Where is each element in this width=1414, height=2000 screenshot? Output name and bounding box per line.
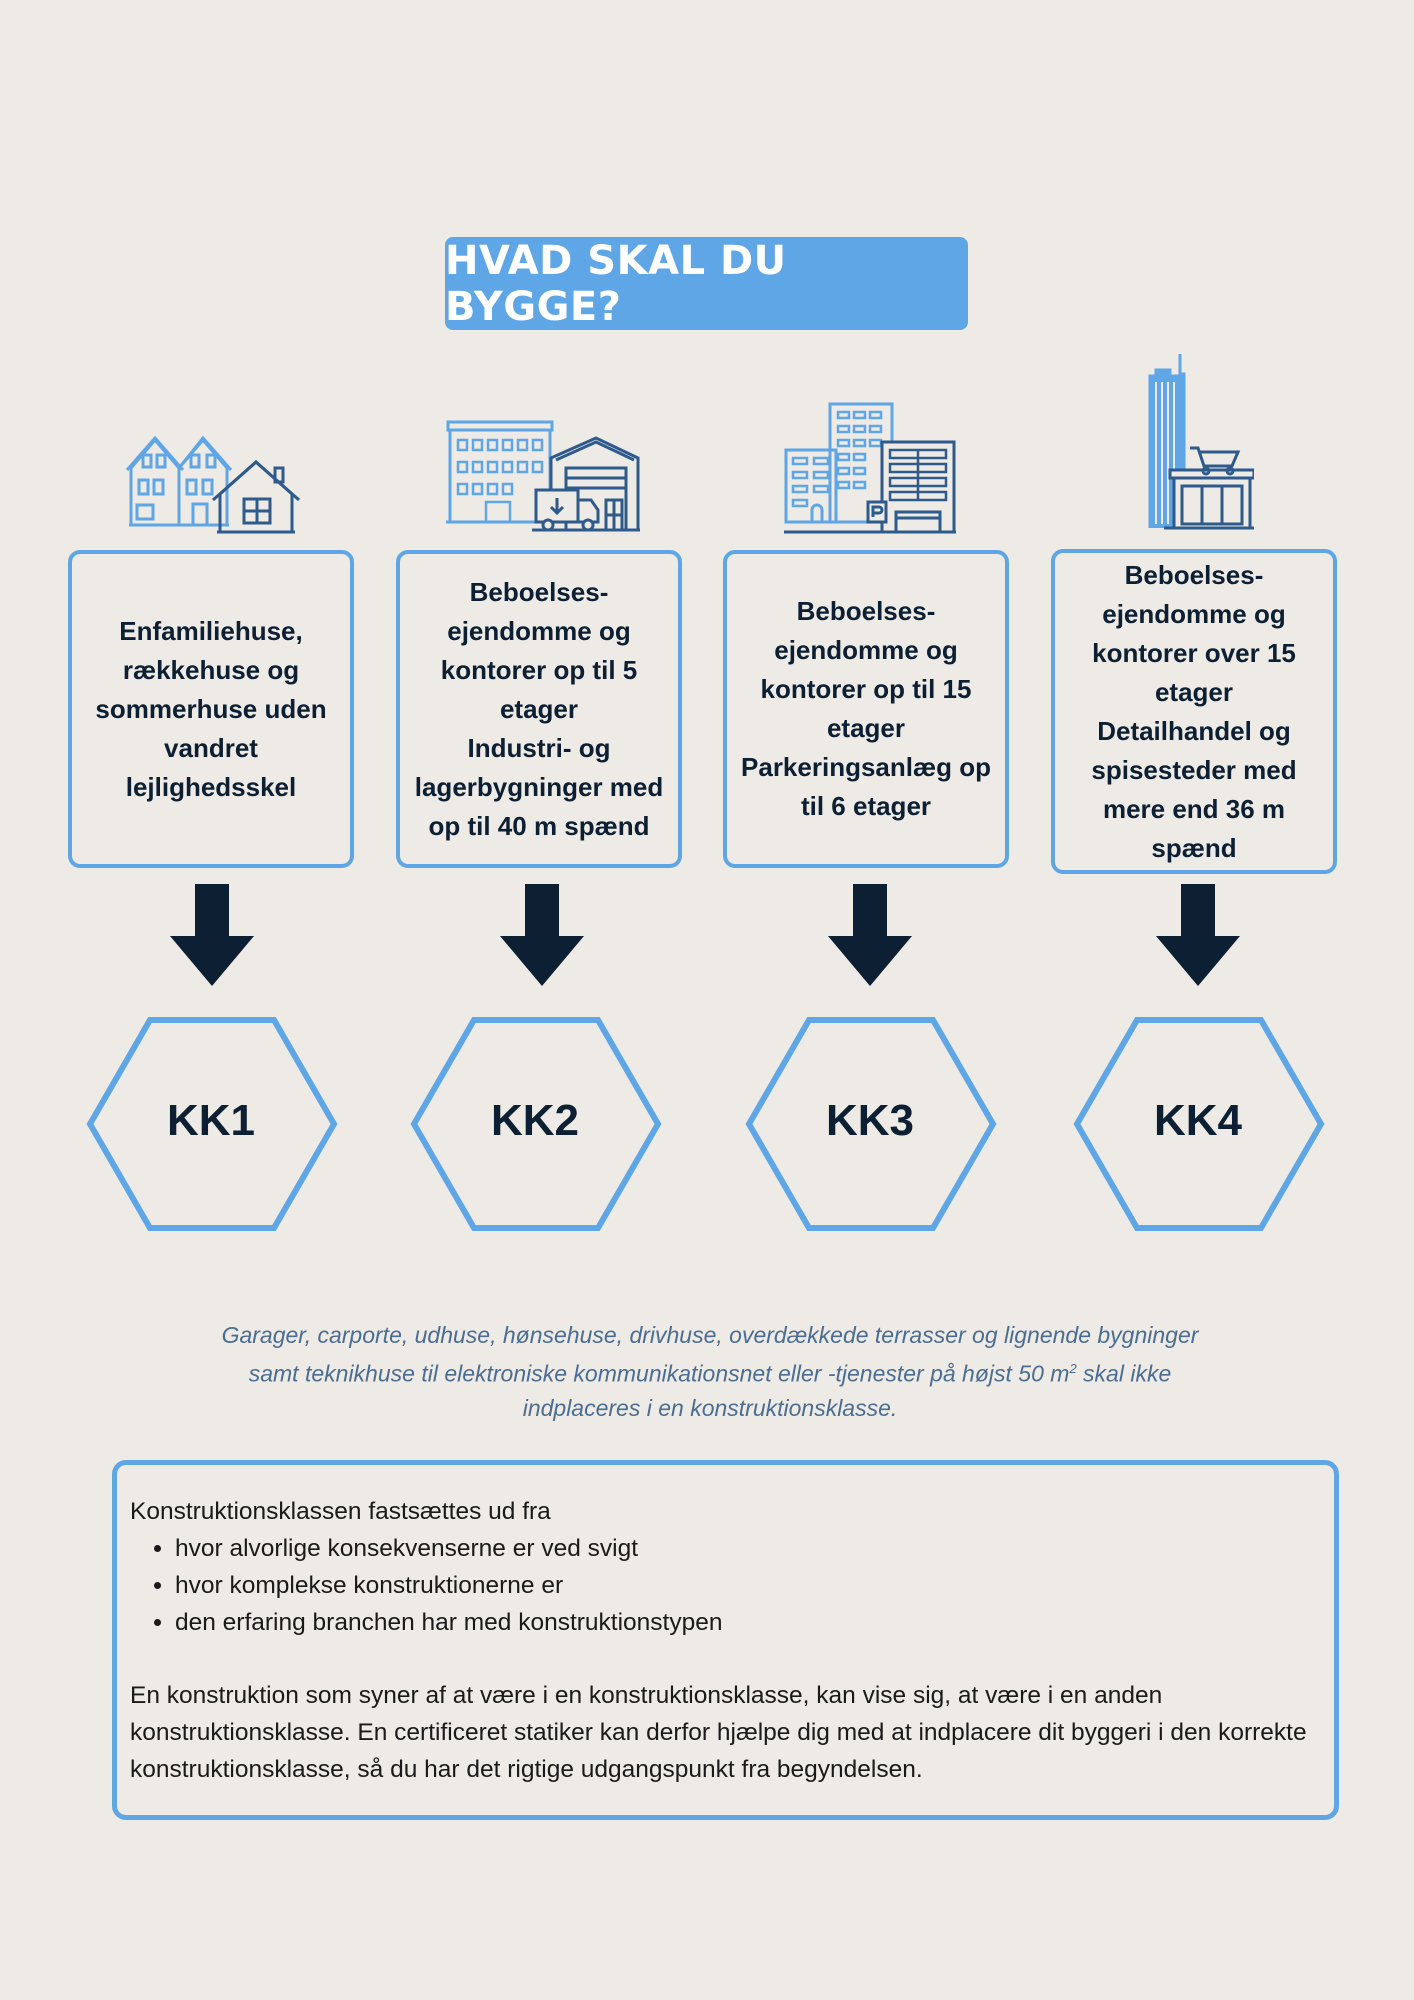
description-text: Beboelses- ejendomme og kontorer op til …: [741, 596, 991, 821]
description-text: Beboelses- ejendomme og kontorer over 15…: [1091, 559, 1297, 863]
exemption-note: Garager, carporte, udhuse, hønsehuse, dr…: [210, 1318, 1210, 1425]
info-intro: Konstruktionsklassen fastsættes ud fra: [130, 1498, 551, 1525]
down-arrow-icon: [828, 884, 912, 986]
description-text: Enfamiliehuse, rækkehuse og sommerhuse u…: [95, 615, 327, 802]
class-label-kk3: KK3: [825, 1096, 915, 1145]
note-superscript: 2: [1069, 1361, 1077, 1376]
title-banner: HVAD SKAL DU BYGGE?: [445, 237, 968, 330]
hexagon-kk3: [745, 1017, 997, 1231]
description-text: Beboelses- ejendomme og kontorer op til …: [414, 576, 664, 841]
list-item: den erfaring branchen har med konstrukti…: [175, 1604, 1322, 1641]
description-box-kk4: Beboelses- ejendomme og kontorer over 15…: [1051, 549, 1337, 874]
hexagon-kk2: [410, 1017, 662, 1231]
info-box: Konstruktionsklassen fastsættes ud fra h…: [112, 1460, 1339, 1820]
skyscraper-shop-icon: [1148, 354, 1254, 530]
class-label-kk2: KK2: [490, 1096, 580, 1145]
list-item: hvor alvorlige konsekvenserne er ved svi…: [175, 1530, 1322, 1567]
apartment-parking-icon: [784, 402, 956, 534]
class-label-kk1: KK1: [166, 1096, 256, 1145]
down-arrow-icon: [500, 884, 584, 986]
description-box-kk1: Enfamiliehuse, rækkehuse og sommerhuse u…: [68, 550, 354, 868]
note-text: Garager, carporte, udhuse, hønsehuse, dr…: [221, 1322, 1199, 1387]
class-label-kk4: KK4: [1153, 1096, 1243, 1145]
down-arrow-icon: [1156, 884, 1240, 986]
list-item: hvor komplekse konstruktionerne er: [175, 1567, 1322, 1604]
down-arrow-icon: [170, 884, 254, 986]
description-box-kk2: Beboelses- ejendomme og kontorer op til …: [396, 550, 682, 868]
info-bullet-list: hvor alvorlige konsekvenserne er ved svi…: [130, 1530, 1322, 1641]
description-box-kk3: Beboelses- ejendomme og kontorer op til …: [723, 550, 1009, 868]
note-text-end: skal ikke indplaceres i en konstruktions…: [522, 1360, 1172, 1421]
hexagon-kk4: [1073, 1017, 1325, 1231]
houses-icon: [125, 435, 300, 534]
page-title: HVAD SKAL DU BYGGE?: [445, 237, 787, 330]
office-warehouse-icon: [446, 420, 640, 532]
info-paragraph: En konstruktion som syner af at være i e…: [130, 1682, 1307, 1783]
hexagon-kk1: [86, 1017, 338, 1231]
